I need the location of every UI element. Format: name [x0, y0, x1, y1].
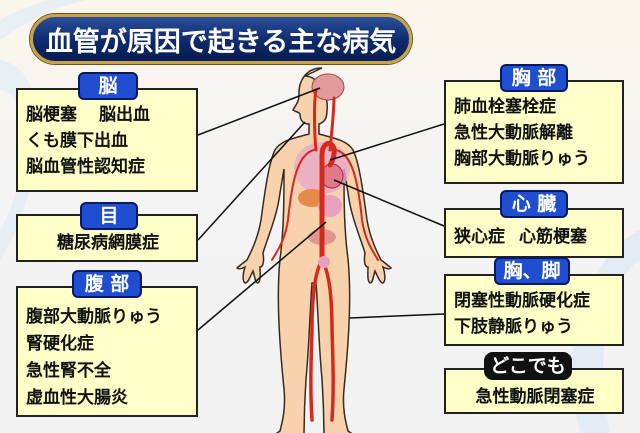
disease-item: 脳出血 [99, 105, 150, 125]
abdomen-tab: 腹 部 [72, 270, 142, 298]
disease-item: 腎硬化症 [26, 334, 94, 354]
chest-disease-box: 肺血栓塞栓症 急性大動脈解離 胸部大動脈りゅう [444, 80, 624, 184]
disease-item: 下肢静脈りゅう [454, 317, 573, 337]
brain [311, 73, 345, 101]
disease-item: くも膜下出血 [26, 131, 128, 151]
chest-tab: 胸 部 [500, 64, 568, 92]
disease-item: 虚血性大腸炎 [26, 388, 128, 408]
disease-item: 糖尿病網膜症 [57, 233, 159, 253]
chest-leg-tab: 胸、脚 [494, 257, 570, 285]
disease-item: 閉塞性動脈硬化症 [454, 291, 590, 311]
page-title: 血管が原因で起きる主な病気 [30, 14, 412, 64]
disease-item: 心筋梗塞 [519, 227, 587, 247]
leader-lines [197, 87, 445, 331]
heart-tab: 心 臓 [500, 190, 568, 218]
disease-item: 胸部大動脈りゅう [454, 149, 590, 169]
bladder [318, 256, 330, 268]
anywhere-disease-box: 急性動脈閉塞症 [444, 368, 624, 414]
disease-item: 脳梗塞 [26, 105, 77, 125]
background-arc [0, 0, 200, 40]
disease-item: 肺血栓塞栓症 [454, 97, 556, 117]
abdomen-disease-box: 腹部大動脈りゅう 腎硬化症 急性腎不全 虚血性大腸炎 [16, 286, 198, 417]
disease-item: 脳血管性認知症 [26, 157, 145, 177]
disease-item: 狭心症 [454, 227, 505, 247]
disease-item: 急性動脈閉塞症 [475, 387, 595, 407]
disease-item: 急性大動脈解離 [454, 123, 573, 143]
disease-item: 腹部大動脈りゅう [26, 307, 162, 327]
body-silhouette [235, 67, 393, 433]
brain-tab: 脳 [78, 72, 138, 100]
anywhere-tab: どこでも [484, 352, 572, 380]
chest-leg-disease-box: 閉塞性動脈硬化症 下肢静脈りゅう [444, 274, 624, 346]
disease-item: 急性腎不全 [26, 361, 111, 381]
eye-tab: 目 [80, 202, 138, 230]
brain-disease-box: 脳梗塞 脳出血 くも膜下出血 脳血管性認知症 [16, 88, 198, 192]
